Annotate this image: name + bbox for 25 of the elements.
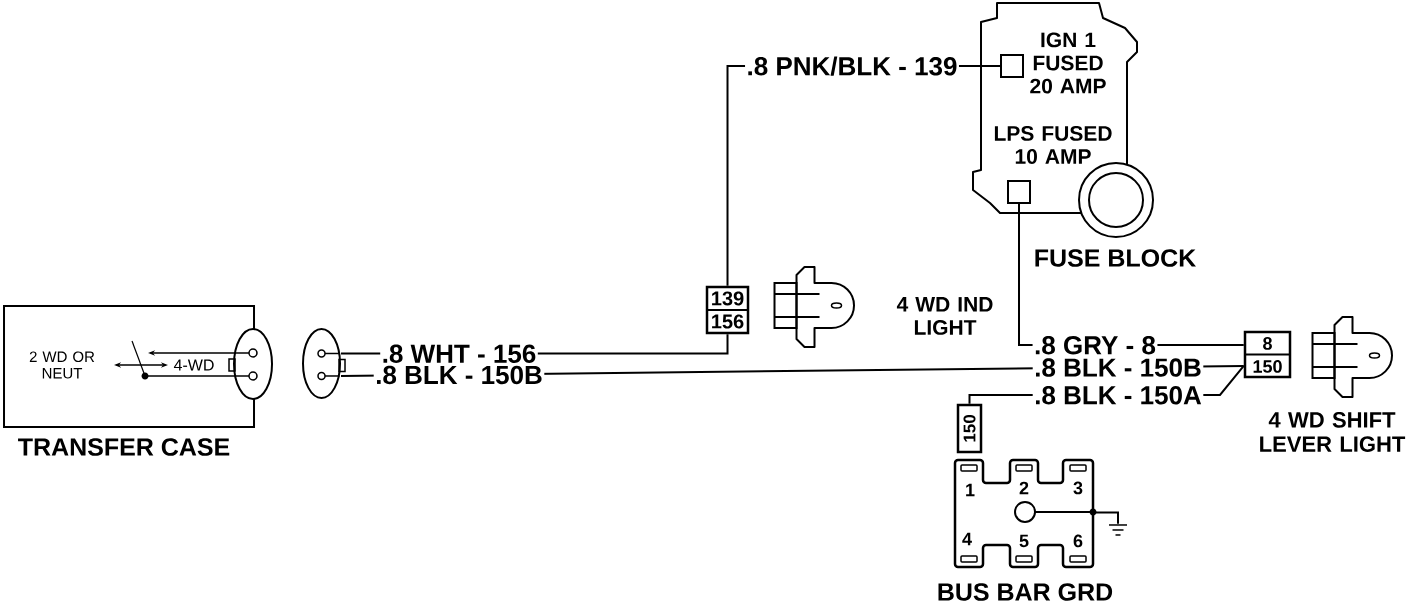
wire-label: .8 GRY - 8 bbox=[1032, 333, 1158, 357]
wire-label: .8 BLK - 150B bbox=[1032, 356, 1204, 379]
cavity-number: 156 bbox=[712, 314, 744, 329]
terminal-number: 5 bbox=[1019, 534, 1029, 548]
component-label: 4 WD IND LIGHT bbox=[896, 297, 993, 335]
cavity-number: 139 bbox=[712, 291, 744, 306]
terminal-number: 1 bbox=[966, 483, 975, 497]
cavity-number: 150 bbox=[963, 415, 976, 442]
component-label: TRANSFER CASE bbox=[18, 438, 230, 456]
component-label: 4 WD SHIFT LEVER LIGHT bbox=[1260, 412, 1406, 452]
terminal-number: 4 bbox=[962, 532, 972, 546]
connector-drawing bbox=[302, 328, 346, 399]
wire-label: .8 BLK - 150A bbox=[1032, 383, 1204, 407]
ground-symbol bbox=[1108, 524, 1128, 536]
wire-label: .8 WHT - 156 bbox=[380, 342, 538, 365]
wire bbox=[1092, 511, 1119, 525]
wire-label: .8 BLK - 150B bbox=[373, 363, 545, 386]
terminal-number: 6 bbox=[1073, 534, 1083, 548]
wire-label: .8 PNK/BLK - 139 bbox=[745, 54, 959, 78]
terminal-number: 3 bbox=[1073, 481, 1083, 495]
cavity-number: 150 bbox=[1253, 360, 1282, 373]
terminal-number: 2 bbox=[1019, 481, 1029, 495]
cavity-number: 8 bbox=[1263, 337, 1272, 350]
component-label: FUSE BLOCK bbox=[1035, 249, 1196, 267]
component-label: BUS BAR GRD bbox=[938, 583, 1113, 601]
